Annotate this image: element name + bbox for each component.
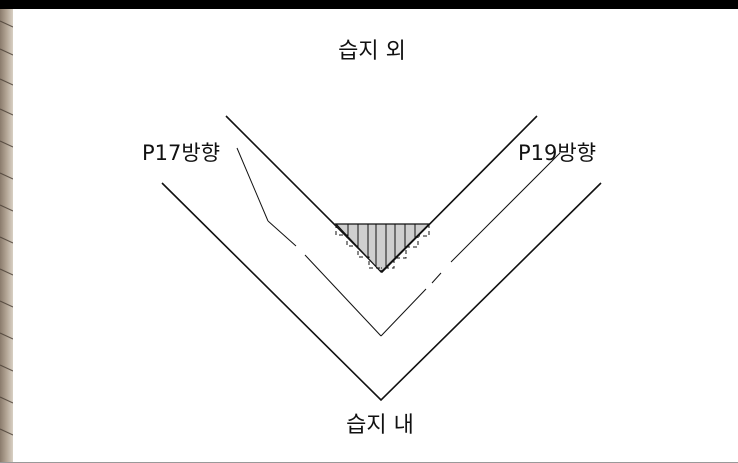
center-line-right [380,152,561,337]
top-border [0,0,738,9]
top-label-outside-wetland: 습지 외 [338,39,406,64]
right-direction-label: P19방향 [518,141,596,165]
inner-boundary-line [225,115,538,274]
shaded-triangle-section [334,223,431,273]
outer-boundary-line [161,182,602,402]
center-line-left [236,147,382,337]
left-direction-label: P17방향 [142,141,220,165]
boardwalk-photo-edge [0,9,13,462]
bottom-label-inside-wetland: 습지 내 [346,413,414,438]
